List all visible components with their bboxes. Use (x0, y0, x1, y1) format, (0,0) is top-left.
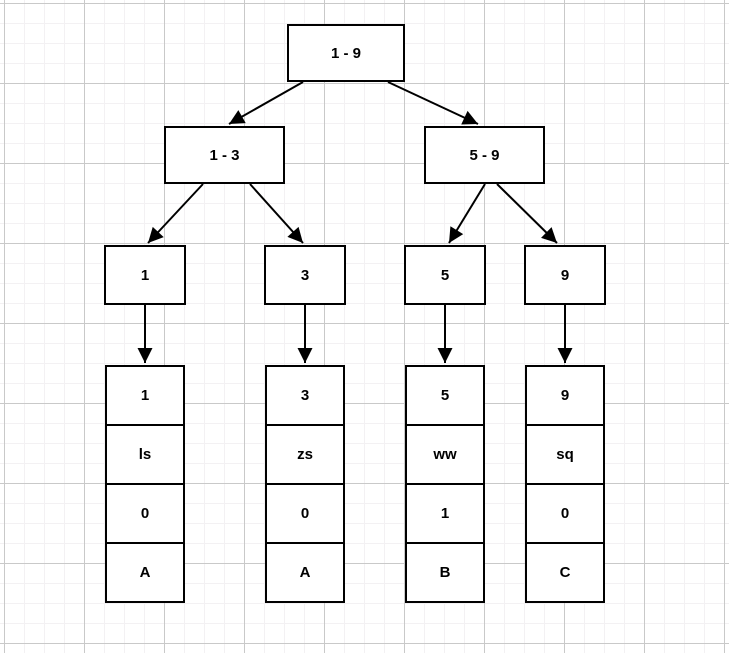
node-key-9[interactable]: 9 (524, 245, 606, 305)
record-cell[interactable]: 9 (560, 387, 570, 404)
record-cell[interactable]: 1 (140, 387, 150, 404)
node-range-5-9[interactable]: 5 - 9 (424, 126, 545, 184)
node-range-1-3[interactable]: 1 - 3 (164, 126, 285, 184)
node-label: 3 (300, 266, 310, 284)
edge-1-3-to-1[interactable] (147, 183, 204, 244)
edge-root-to-1-3[interactable] (228, 81, 304, 125)
node-key-1[interactable]: 1 (104, 245, 186, 305)
edge-root-to-5-9[interactable] (387, 81, 479, 125)
record-table-5[interactable]: 5 ww 1 B (405, 365, 485, 603)
node-label: 9 (560, 266, 570, 284)
record-cell[interactable]: B (407, 542, 483, 601)
record-cell[interactable]: 0 (267, 483, 343, 542)
node-key-3[interactable]: 3 (264, 245, 346, 305)
record-cell[interactable]: 1 (407, 483, 483, 542)
record-cell[interactable]: A (107, 542, 183, 601)
node-label: 1 - 3 (209, 146, 240, 164)
record-cell[interactable]: 3 (300, 387, 310, 404)
record-cell[interactable]: 5 (440, 387, 450, 404)
edge-5-9-to-9[interactable] (496, 183, 558, 244)
record-cell[interactable]: 0 (107, 483, 183, 542)
node-range-1-9[interactable]: 1 - 9 (287, 24, 405, 82)
edge-1-3-to-3[interactable] (249, 183, 304, 244)
node-label: 5 - 9 (469, 146, 500, 164)
node-label: 5 (440, 266, 450, 284)
record-cell[interactable]: A (267, 542, 343, 601)
record-table-9[interactable]: 9 sq 0 C (525, 365, 605, 603)
record-cell[interactable]: sq (527, 424, 603, 483)
record-cell[interactable]: ww (407, 424, 483, 483)
node-label: 1 - 9 (330, 44, 361, 62)
edge-5-9-to-5[interactable] (448, 183, 486, 244)
record-table-3[interactable]: 3 zs 0 A (265, 365, 345, 603)
node-label: 1 (140, 266, 150, 284)
node-key-5[interactable]: 5 (404, 245, 486, 305)
record-cell[interactable]: 0 (527, 483, 603, 542)
record-cell[interactable]: zs (267, 424, 343, 483)
record-table-1[interactable]: 1 ls 0 A (105, 365, 185, 603)
record-cell[interactable]: C (527, 542, 603, 601)
record-cell[interactable]: ls (107, 424, 183, 483)
